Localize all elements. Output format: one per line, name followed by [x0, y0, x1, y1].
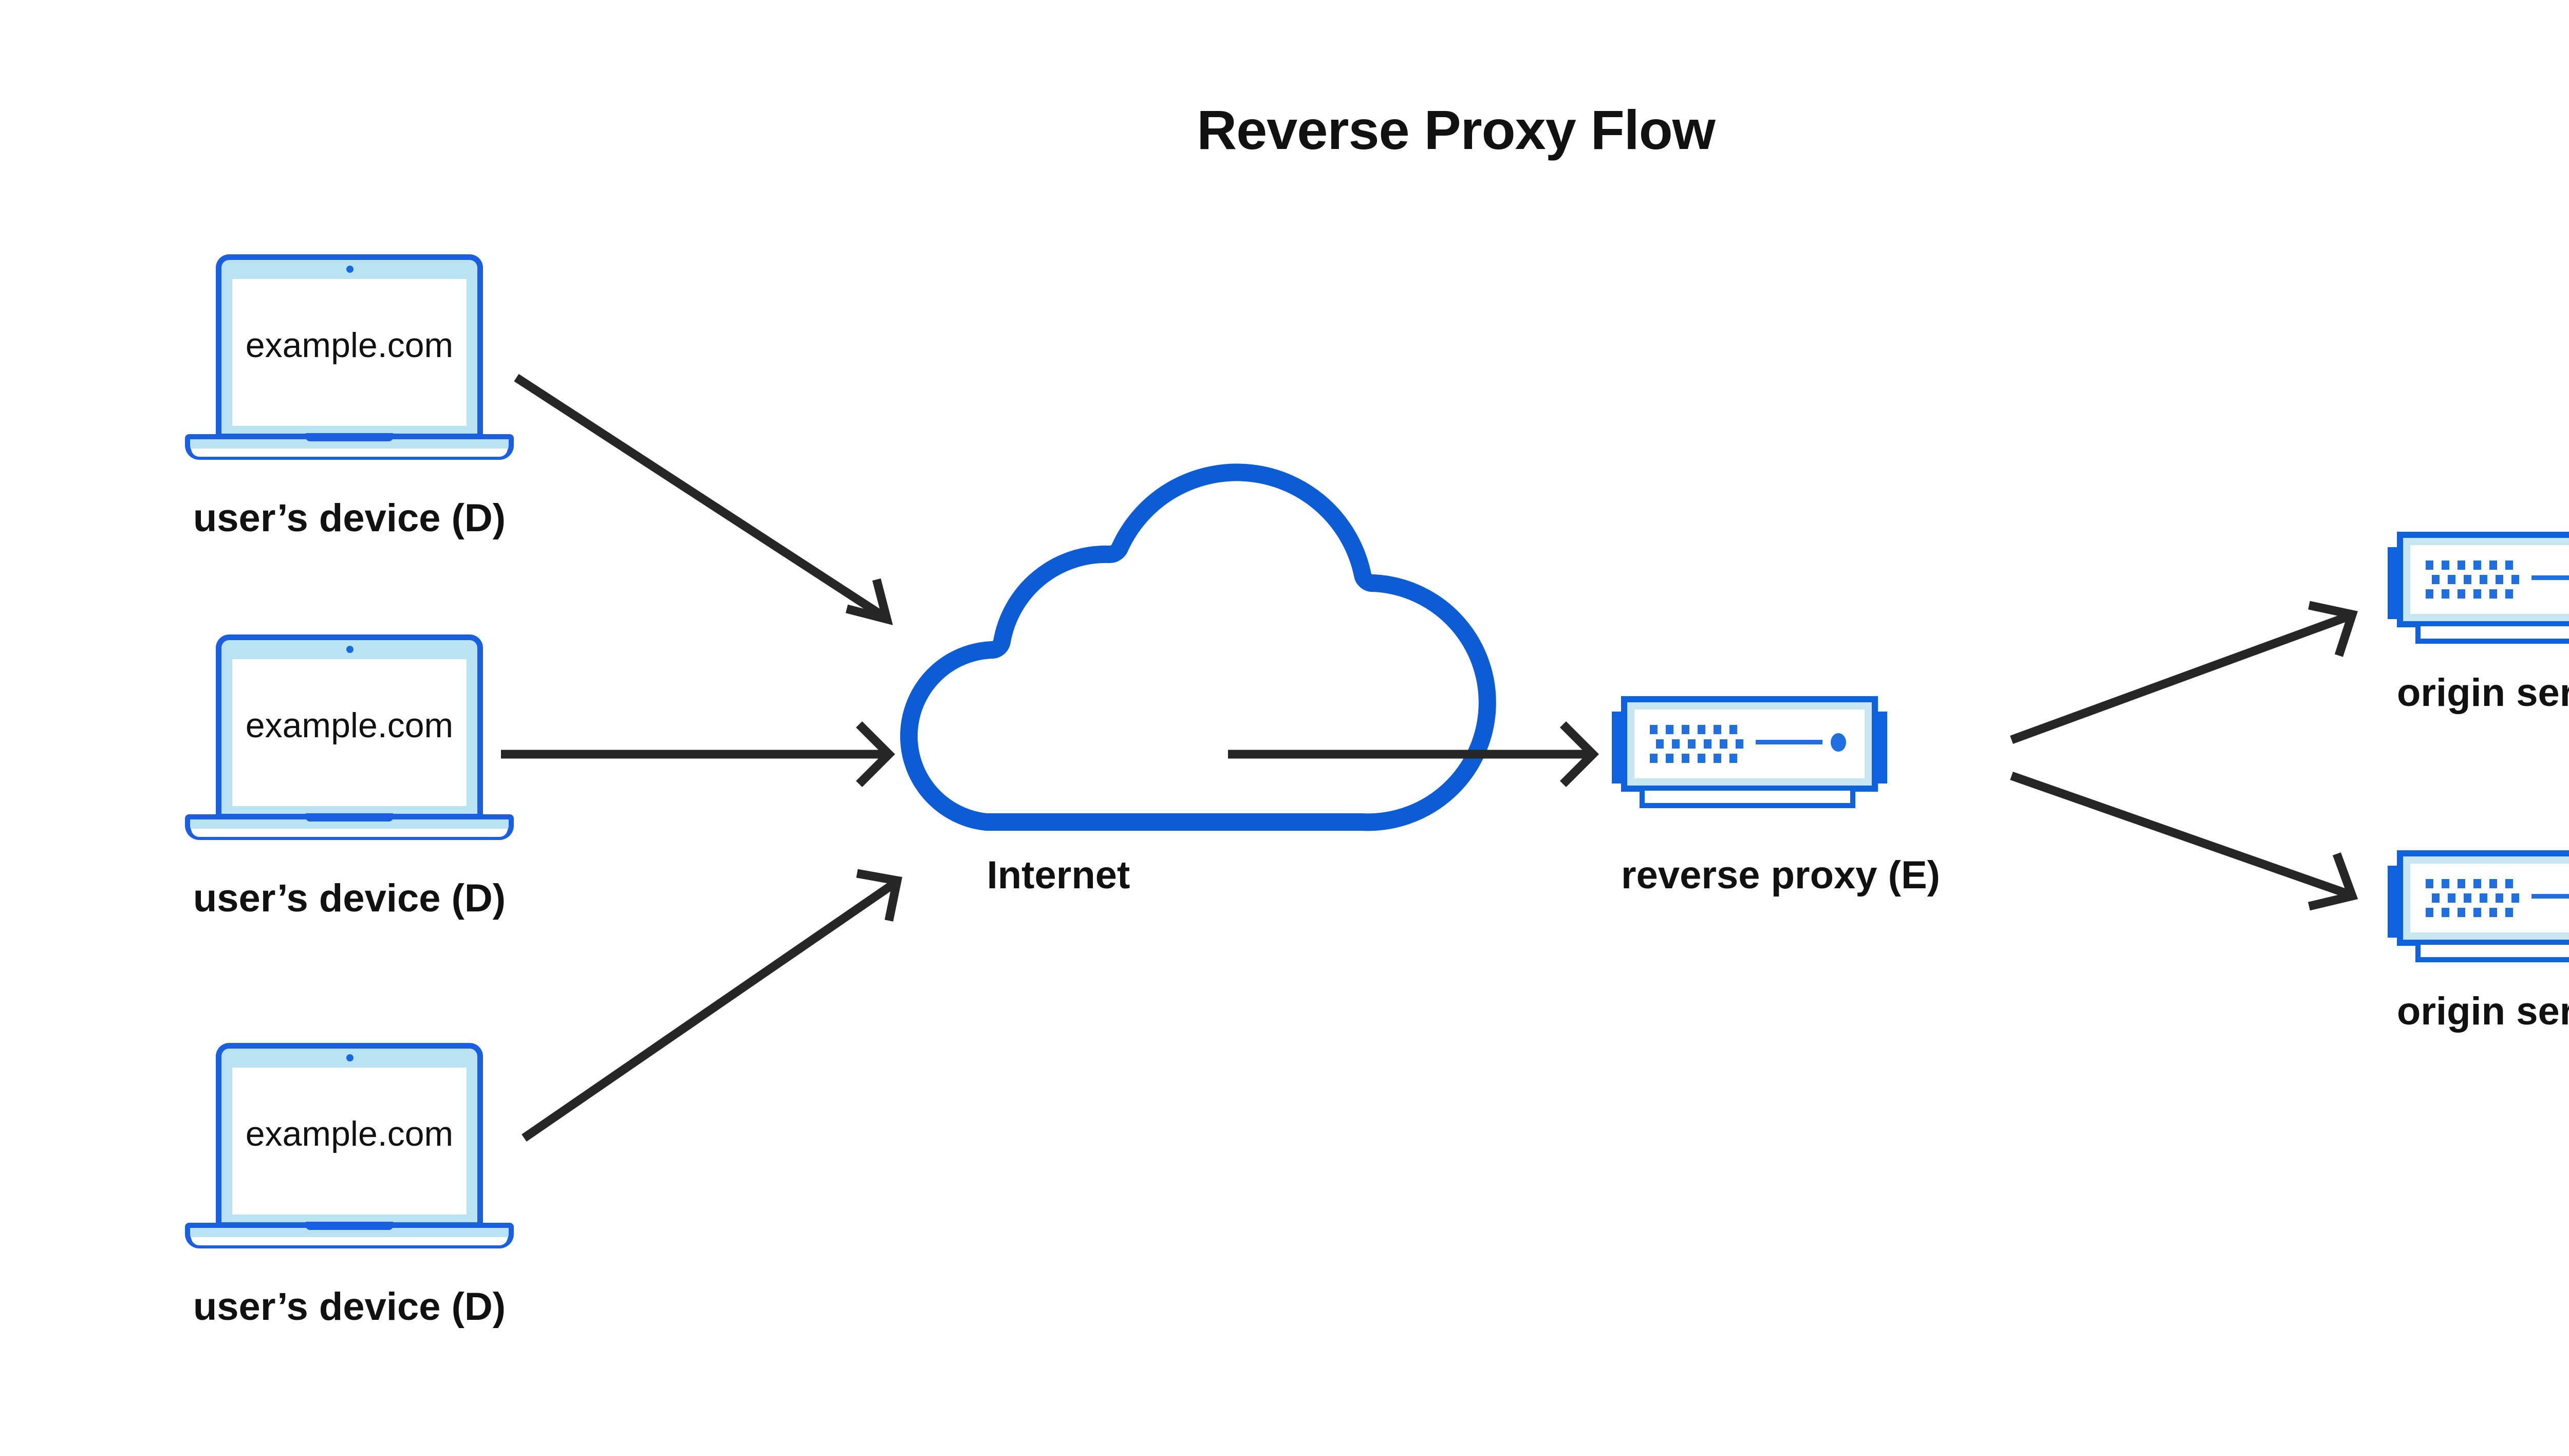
laptop-hinge-notch [306, 433, 393, 441]
reverse-proxy-node[interactable] [1612, 696, 1887, 809]
server-foot [1640, 791, 1855, 808]
screen-domain-text: example.com [245, 326, 454, 365]
server-vents-icon [2426, 561, 2519, 599]
server-vents-icon [1650, 725, 1743, 763]
laptop-screen [232, 279, 467, 426]
origin-server-2-node[interactable] [2388, 850, 2569, 963]
client-device-1-label: user’s device (D) [193, 496, 506, 540]
edge-proxy-to-origin1 [2010, 601, 2358, 744]
client-device-1[interactable]: example.com [185, 254, 514, 470]
server-led-icon [1831, 733, 1846, 752]
edge-proxy-to-origin2 [2010, 771, 2358, 911]
server-indicator-bar [2531, 894, 2569, 899]
screen-domain-text: example.com [245, 706, 454, 745]
laptop-hinge-notch [306, 1222, 393, 1230]
origin-server-1-label: origin server (F) [2397, 671, 2569, 715]
server-vents-icon [2426, 879, 2519, 917]
laptop-screen [232, 659, 467, 806]
laptop-screen [232, 1068, 467, 1215]
laptop-hinge-notch [306, 813, 393, 822]
edge-client2-to-internet [501, 721, 896, 788]
server-indicator-bar [2531, 575, 2569, 580]
client-device-2-label: user’s device (D) [193, 876, 506, 920]
laptop-base-gloss [191, 1237, 508, 1245]
cloud-icon [900, 463, 1496, 831]
server-indicator-bar [1756, 740, 1822, 744]
camera-icon [346, 1054, 353, 1061]
screen-domain-text: example.com [245, 1114, 454, 1153]
laptop-base-gloss [191, 449, 508, 457]
server-foot [2415, 945, 2569, 962]
camera-icon [346, 266, 353, 273]
reverse-proxy-label: reverse proxy (E) [1621, 853, 1940, 897]
origin-server-1-node[interactable] [2388, 532, 2569, 645]
laptop-base-gloss [191, 829, 508, 837]
client-device-3[interactable]: example.com [185, 1043, 514, 1259]
edge-client1-to-internet [514, 374, 893, 625]
edge-client3-to-internet [522, 869, 903, 1142]
origin-server-2-label: origin server (F) [2397, 990, 2569, 1033]
page-title: Reverse Proxy Flow [1197, 99, 1715, 161]
client-device-2[interactable]: example.com [185, 634, 514, 850]
internet-label: Internet [986, 853, 1130, 897]
edge-internet-to-proxy [1228, 721, 1599, 788]
camera-icon [346, 646, 353, 653]
server-foot [2415, 626, 2569, 644]
client-device-3-label: user’s device (D) [193, 1285, 506, 1329]
